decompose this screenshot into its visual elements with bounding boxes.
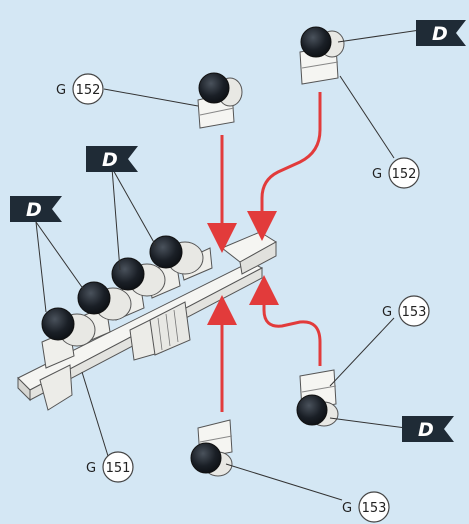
flag-icon: D (402, 416, 454, 442)
flag-icon: D (10, 196, 62, 222)
callout-number: 152 (392, 167, 417, 182)
flag-label: D (432, 23, 448, 45)
callout-prefix: G (372, 167, 382, 182)
callout-number: 153 (402, 305, 427, 320)
grill-bracket (149, 301, 191, 356)
lamp-icon (41, 307, 96, 347)
lamp-icon (197, 72, 243, 129)
callout-g152-right: G 152 (372, 157, 420, 189)
callout-g152-left: G 152 (56, 73, 104, 105)
flag-icon: D (416, 20, 466, 46)
callout-prefix: G (56, 83, 66, 98)
callout-number: 151 (106, 461, 131, 476)
lamp-icon (77, 281, 132, 321)
callout-prefix: G (342, 501, 352, 516)
lamp-icon (149, 235, 204, 275)
lamp-icon (190, 419, 233, 477)
flag-icon: D (86, 146, 138, 172)
callout-g153-bottom: G 153 (342, 491, 390, 523)
callout-prefix: G (382, 305, 392, 320)
callout-g153-right: G 153 (382, 295, 430, 327)
support-post (39, 364, 73, 411)
callout-number: 153 (362, 501, 387, 516)
callout-number: 152 (76, 83, 101, 98)
lamp-icon (296, 369, 339, 427)
flag-label: D (26, 199, 42, 221)
flag-label: D (418, 419, 434, 441)
red-arrow-icon (207, 92, 322, 412)
callout-g151: G 151 (86, 451, 134, 483)
leader-lines (35, 29, 421, 501)
lamp-icon (299, 26, 345, 85)
flag-label: D (102, 149, 118, 171)
callout-prefix: G (86, 461, 96, 476)
